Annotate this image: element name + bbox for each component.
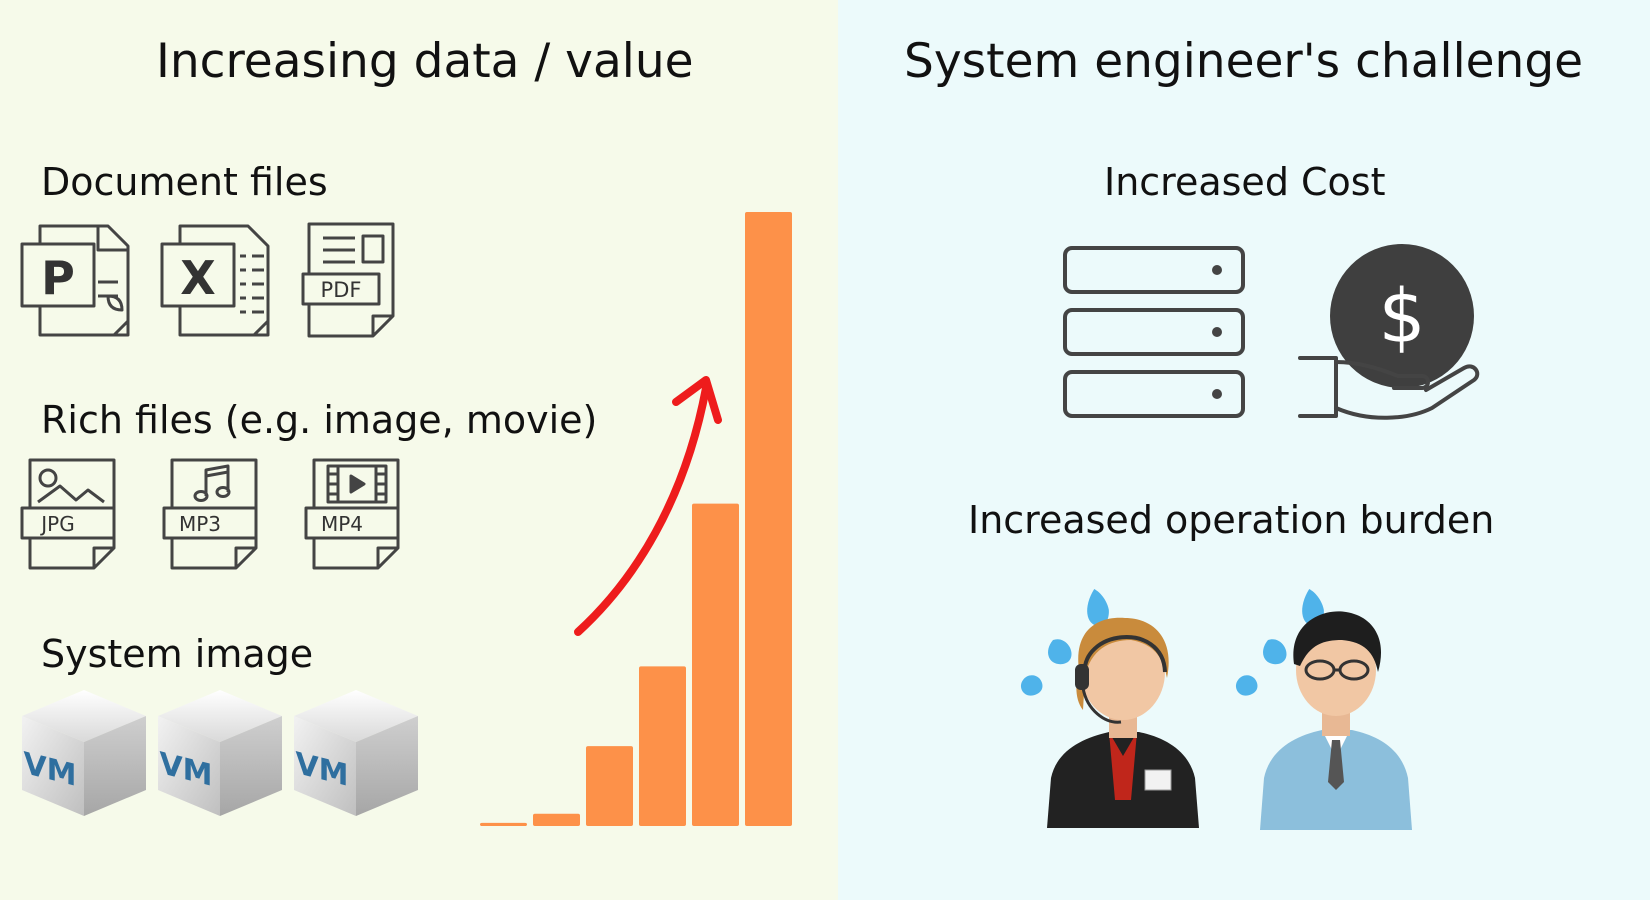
rich-files-label: Rich files (e.g. image, movie) (41, 398, 598, 442)
increased-cost-label: Increased Cost (1104, 160, 1386, 204)
growth-bar-chart (480, 212, 792, 826)
bar-3 (586, 746, 633, 826)
left-panel: Increasing data / value Document files P… (0, 0, 838, 900)
bar-5 (692, 503, 739, 826)
jpg-file-icon: JPG (20, 458, 116, 570)
ppt-file-icon: P (20, 224, 130, 337)
operation-burden-label: Increased operation burden (968, 498, 1495, 542)
sweat-drops-icon (1020, 589, 1109, 696)
svg-text:X: X (180, 251, 215, 305)
system-image-label: System image (41, 632, 314, 676)
server-stack-icon (1063, 246, 1245, 418)
dollar-symbol: $ (1378, 274, 1425, 360)
pdf-file-icon: PDF (301, 222, 395, 338)
jpg-tag-text: JPG (39, 512, 74, 536)
dollar-hand-icon: $ (1298, 244, 1480, 420)
stressed-operator-icon (1020, 589, 1199, 828)
left-title: Increasing data / value (156, 34, 694, 89)
bar-4 (639, 666, 686, 826)
stressed-engineer-icon (1235, 589, 1412, 830)
bar-6 (745, 212, 792, 826)
bars-group (480, 212, 792, 826)
right-title: System engineer's challenge (904, 34, 1584, 89)
bar-2 (533, 813, 580, 826)
svg-text:P: P (41, 251, 75, 305)
bar-1 (480, 822, 527, 826)
vm-cube-icon: VM (294, 690, 418, 816)
vm-cube-icon: VM (22, 690, 146, 816)
mp3-file-icon: MP3 (162, 458, 258, 570)
pdf-tag-text: PDF (321, 278, 362, 302)
mp4-file-icon: MP4 (304, 458, 400, 570)
vm-cube-icon: VM (158, 690, 282, 816)
document-files-label: Document files (41, 160, 328, 204)
right-panel: System engineer's challenge Increased Co… (838, 0, 1650, 900)
mp4-tag-text: MP4 (321, 512, 363, 536)
trend-arrow (574, 376, 722, 636)
mp3-tag-text: MP3 (179, 512, 221, 536)
excel-file-icon: X (160, 224, 270, 337)
